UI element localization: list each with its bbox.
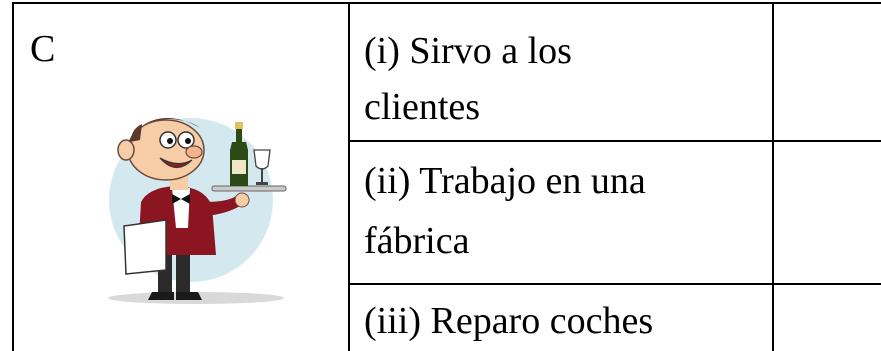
option-1-line-2: clientes <box>364 86 481 128</box>
row-divider-2 <box>348 283 881 285</box>
option-2-line-2: fábrica <box>364 220 470 262</box>
answer-cell-2[interactable] <box>774 142 881 283</box>
answer-cell-3[interactable] <box>774 285 881 351</box>
option-1-line-1: (i) Sirvo a los <box>364 30 572 72</box>
table-border-top <box>12 2 881 4</box>
option-3-line-1: (iii) Reparo coches <box>364 300 654 342</box>
answer-cell-1[interactable] <box>774 4 881 140</box>
table-border-left <box>12 2 14 351</box>
option-2-line-1: (ii) Trabajo en una <box>364 160 646 202</box>
column-divider-1 <box>348 2 350 351</box>
column-divider-2 <box>772 2 774 351</box>
row-letter: C <box>30 28 56 70</box>
row-divider-1 <box>348 140 881 142</box>
waiter-illustration <box>108 118 287 304</box>
